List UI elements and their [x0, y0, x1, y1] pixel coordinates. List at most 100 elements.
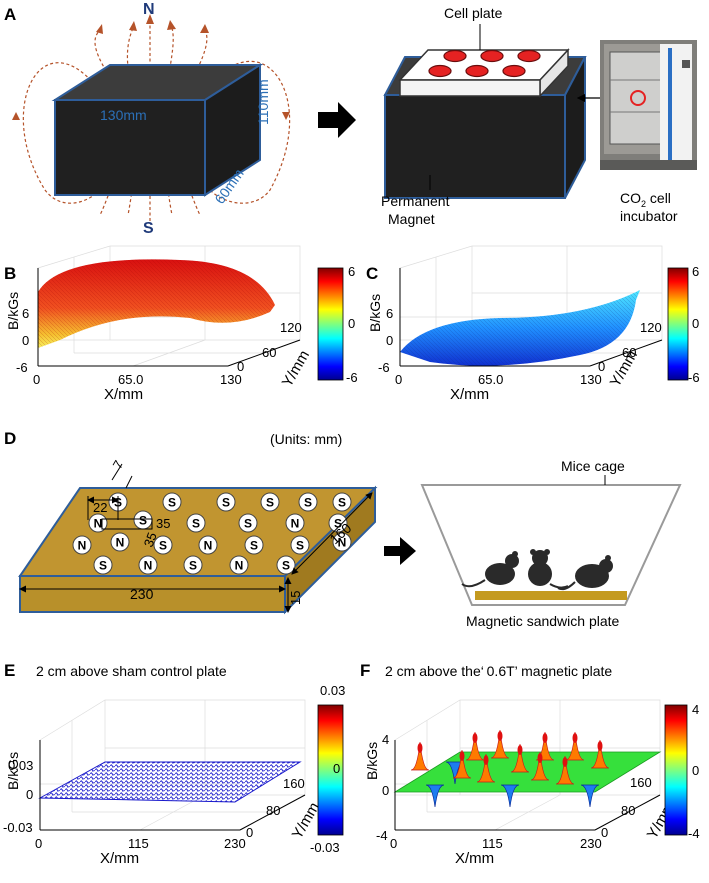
magnet-disc	[72, 535, 92, 555]
magnet-pole-label: S	[189, 559, 197, 573]
field-line-left-top	[94, 29, 116, 86]
e-xtick-230: 230	[224, 836, 246, 851]
surface-e-noise-mesh	[38, 761, 302, 803]
mouse-icon	[557, 555, 613, 591]
field-line-bottom-2	[127, 171, 136, 216]
plot-f-axes	[394, 740, 661, 831]
e-zlabel: B/kGs	[5, 752, 21, 790]
b-ylabel: Y/mm	[279, 348, 313, 390]
incubator-label-line1: CO2 cell	[620, 190, 671, 209]
panel-label-f: F	[360, 661, 370, 680]
magnet-pole-label: N	[144, 559, 153, 573]
field-line-bottom-4	[181, 169, 201, 216]
magnet-disc	[183, 555, 203, 575]
field-line-right-outer	[209, 60, 291, 204]
dimension-110mm: 110mm	[255, 79, 271, 125]
incubator-label-line2: incubator	[620, 208, 678, 224]
f-cbar-neg4: -4	[688, 826, 700, 841]
magnet-pole-label: S	[168, 496, 176, 510]
b-cbar-neg6: -6	[346, 370, 358, 385]
panel-b: B 6 0 -6 B/kGs 0 65.0 130 X/mm 0 60	[4, 245, 358, 403]
panel-label-e: E	[4, 661, 15, 680]
b-cbar-0: 0	[348, 316, 355, 331]
b-ztick-6: 6	[22, 306, 29, 321]
f-xlabel: X/mm	[455, 850, 494, 867]
magnet-disc	[162, 492, 182, 512]
e-ztick-0: 0	[26, 787, 33, 802]
b-ztick-neg6: -6	[16, 360, 28, 375]
permanent-magnet-block	[51, 63, 264, 197]
magnet-pole-label: N	[204, 539, 213, 553]
mice-cage-label: Mice cage	[561, 458, 625, 474]
field-peak	[565, 731, 585, 761]
magnet-pole-label: S	[282, 559, 290, 573]
panel-label-a: A	[4, 5, 16, 24]
panel-label-d: D	[4, 429, 16, 448]
f-ytick-160: 160	[630, 775, 652, 790]
field-peak-tip	[459, 751, 465, 761]
c-cbar-6: 6	[692, 264, 699, 279]
arrow-right-icon-d	[384, 537, 416, 565]
f-xtick-115: 115	[482, 836, 503, 851]
c-ytick-120: 120	[640, 320, 662, 335]
e-ztick-003: 0.03	[8, 758, 33, 773]
mouse-icon	[528, 549, 569, 589]
c-zlabel: B/kGs	[367, 294, 383, 332]
magnet-pole-label: S	[99, 559, 107, 573]
c-xtick-130: 130	[580, 372, 602, 387]
field-peak	[452, 749, 472, 779]
b-xtick-65: 65.0	[118, 372, 143, 387]
mouse-icon	[461, 551, 519, 588]
f-ztick-4: 4	[382, 732, 389, 747]
dim-22: 22	[93, 500, 107, 515]
e-xlabel: X/mm	[100, 850, 139, 867]
magnet-pole-label: S	[338, 496, 346, 510]
north-pole-label: N	[143, 1, 155, 18]
b-xtick-0: 0	[33, 372, 40, 387]
field-peak	[410, 741, 430, 771]
e-ytick-0: 0	[246, 825, 253, 840]
c-xlabel: X/mm	[450, 386, 489, 403]
units-label: (Units: mm)	[270, 431, 342, 447]
magnet-disc	[138, 555, 158, 575]
e-ztick-neg003: -0.03	[3, 820, 33, 835]
magnet-pole-label: S	[192, 517, 200, 531]
c-ylabel: Y/mm	[607, 348, 641, 390]
magnet-pole-label: N	[235, 559, 244, 573]
c-ytick-60: 60	[622, 345, 636, 360]
field-line-bottom-3	[164, 171, 173, 216]
dim-15: 15	[288, 591, 303, 605]
magnetic-sandwich-plate-3d	[18, 485, 378, 615]
colorbar-b	[317, 267, 344, 381]
field-peak	[465, 731, 485, 761]
magnet-disc	[198, 535, 218, 555]
field-peak	[510, 743, 530, 773]
b-cbar-6: 6	[348, 264, 355, 279]
cell-wells	[428, 49, 541, 78]
field-peak-tip	[417, 743, 423, 753]
mice-icons	[461, 549, 613, 591]
south-pole-label: S	[143, 220, 154, 237]
e-cbar-003: 0.03	[320, 683, 345, 698]
e-cbar-0: 0	[333, 761, 340, 776]
f-ztick-neg4: -4	[376, 828, 388, 843]
magnet-pole-label: S	[139, 514, 147, 528]
cell-plate-label: Cell plate	[444, 5, 503, 21]
c-xtick-65: 65.0	[478, 372, 503, 387]
magnet-disc	[229, 555, 249, 575]
magnet-pole-label: S	[222, 496, 230, 510]
e-xtick-0: 0	[35, 836, 42, 851]
magnet-disc	[186, 513, 206, 533]
plot-c-axes	[399, 268, 663, 367]
b-ytick-60: 60	[262, 345, 276, 360]
field-peak	[590, 739, 610, 769]
panel-c: C 6 0 -6 B/kGs 0 65.0 130 X/mm 0 60	[366, 245, 700, 403]
plot-e-axes	[39, 740, 306, 831]
permanent-magnet-label-line1: Permanent	[381, 193, 450, 209]
c-ztick-0: 0	[386, 333, 393, 348]
panel-e: E 2 cm above sham control plate 0.03 0 -…	[3, 661, 345, 867]
field-peak-tip	[483, 755, 489, 765]
f-ytick-0: 0	[601, 825, 608, 840]
